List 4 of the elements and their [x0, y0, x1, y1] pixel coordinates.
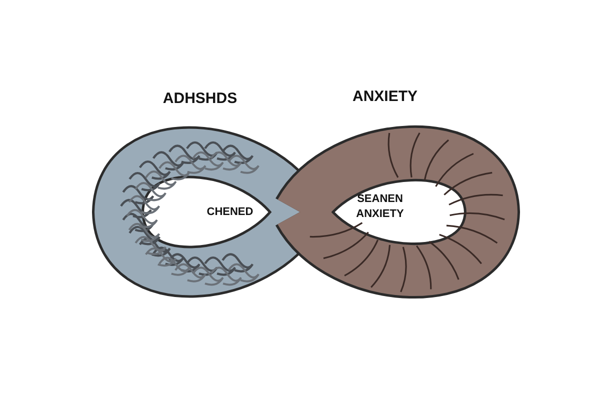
- text-label: ANXIETY: [351, 87, 418, 107]
- text-label: ADHSHDS: [162, 89, 238, 109]
- text-label: SEANEN ANXIETY: [355, 192, 405, 222]
- text-label: CHENED: [206, 205, 254, 220]
